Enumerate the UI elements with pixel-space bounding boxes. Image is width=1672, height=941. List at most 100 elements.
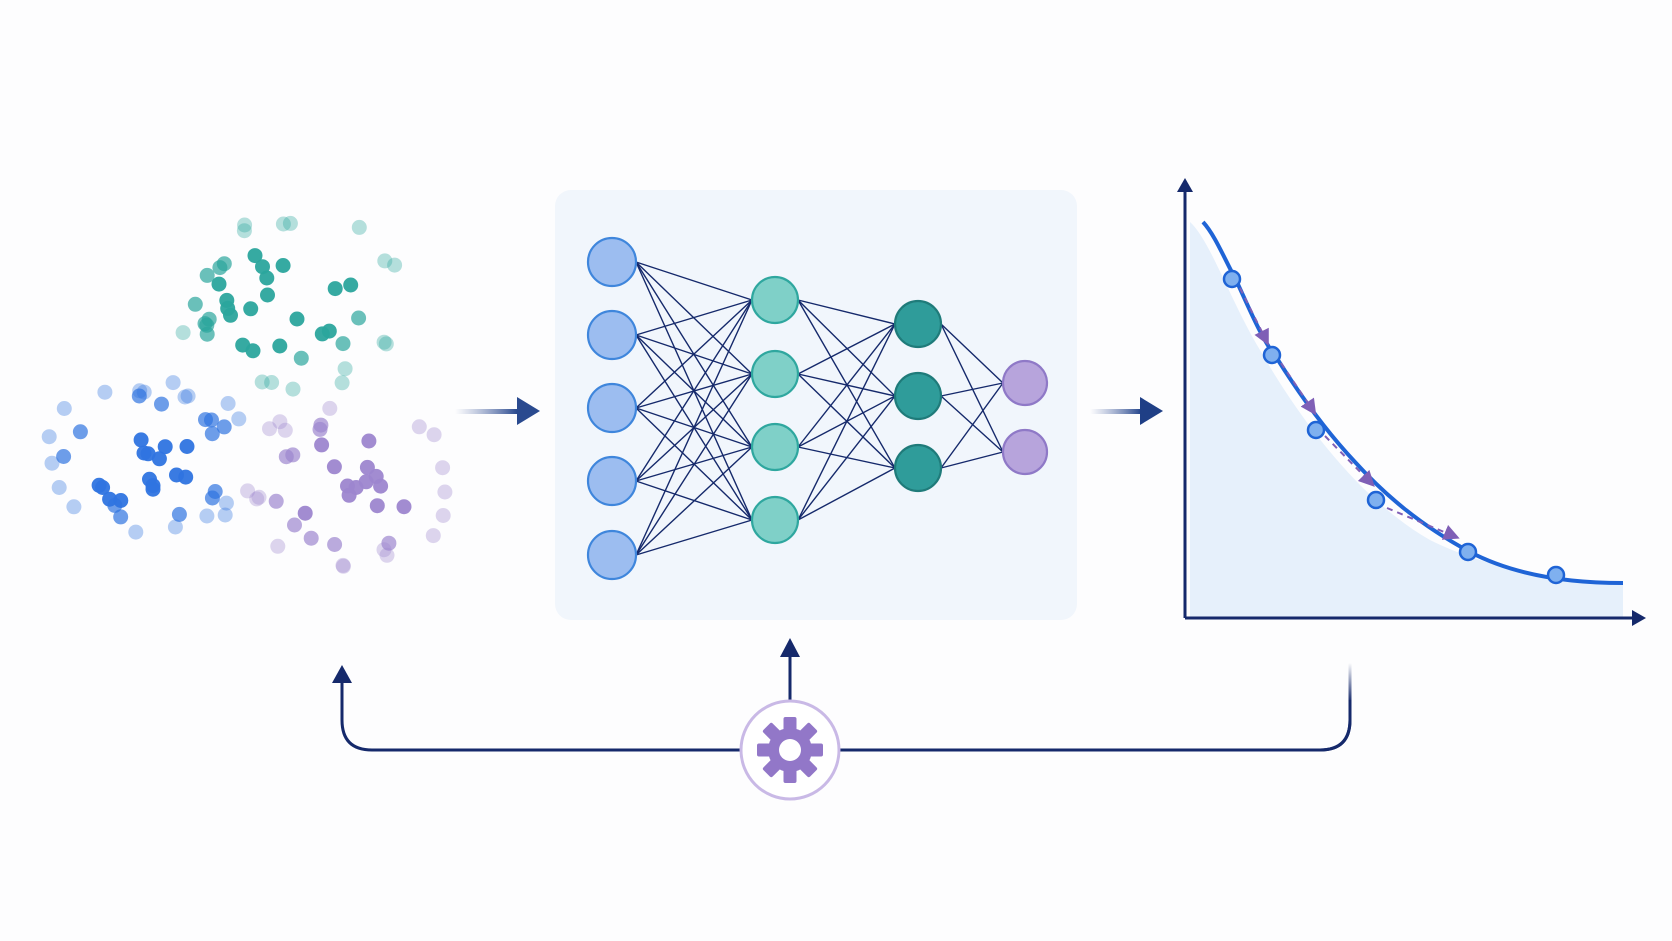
- data-point: [348, 480, 364, 495]
- data-point: [180, 388, 196, 404]
- data-point: [262, 421, 277, 437]
- feedback-arrowhead-data: [332, 665, 352, 683]
- network-edge: [635, 299, 753, 409]
- data-point: [97, 384, 113, 400]
- data-point: [72, 424, 88, 440]
- data-point: [275, 258, 291, 273]
- point-cloud-icon: [41, 215, 453, 574]
- data-point: [272, 338, 288, 354]
- data-point: [327, 281, 343, 297]
- data-point: [379, 547, 395, 563]
- data-point: [411, 419, 427, 435]
- data-point: [285, 381, 301, 397]
- data-point: [201, 311, 217, 327]
- data-point: [216, 256, 232, 272]
- network-edge: [635, 519, 753, 556]
- data-point: [337, 361, 353, 377]
- data-point: [217, 507, 233, 523]
- data-point: [435, 460, 451, 476]
- data-point: [231, 411, 247, 427]
- data-point: [171, 506, 187, 522]
- network-edge: [940, 395, 1004, 453]
- curve-point: [1546, 565, 1566, 585]
- data-point: [179, 439, 195, 454]
- data-point: [376, 542, 392, 558]
- data-point: [175, 325, 191, 341]
- data-point: [435, 508, 451, 523]
- data-point: [351, 219, 367, 235]
- data-point: [66, 499, 82, 515]
- data-point: [236, 223, 252, 239]
- curve-point: [1458, 542, 1478, 562]
- data-point: [368, 468, 384, 484]
- network-node: [1001, 359, 1049, 407]
- data-point: [369, 498, 385, 514]
- network-node: [750, 422, 800, 472]
- network-node: [893, 371, 943, 421]
- data-point: [204, 426, 220, 442]
- network-edge: [940, 451, 1004, 469]
- x-axis-arrowhead: [1632, 610, 1646, 626]
- network-node: [750, 275, 800, 325]
- network-node: [586, 455, 638, 507]
- data-point: [218, 495, 234, 511]
- data-point: [113, 509, 129, 525]
- neural-network-panel: [555, 190, 1077, 620]
- network-edge: [635, 299, 753, 482]
- network-node: [893, 299, 943, 349]
- loss-curve-area: [1190, 222, 1623, 618]
- data-point: [437, 484, 453, 500]
- feedback-line-to-data: [340, 680, 742, 752]
- network-edge: [635, 261, 753, 301]
- data-point: [314, 326, 330, 342]
- curve-point: [1306, 420, 1326, 440]
- network-edge: [940, 323, 1004, 453]
- network-edge: [797, 323, 896, 448]
- network-edge: [797, 299, 896, 325]
- data-point: [335, 336, 351, 352]
- network-edge: [940, 323, 1004, 384]
- data-point: [351, 310, 367, 326]
- data-point: [151, 451, 167, 467]
- data-point: [303, 530, 319, 546]
- data-point: [240, 483, 256, 499]
- arrow-model-to-loss: [1090, 397, 1163, 425]
- data-point: [249, 491, 265, 507]
- y-axis-arrowhead: [1177, 178, 1193, 192]
- data-point: [220, 396, 236, 411]
- data-point: [377, 253, 393, 269]
- data-point: [56, 449, 72, 464]
- network-node: [750, 349, 800, 399]
- data-point: [251, 489, 267, 505]
- data-point: [204, 490, 220, 506]
- data-point: [254, 374, 270, 390]
- data-point: [51, 480, 67, 495]
- neural-network-icon: [586, 236, 1049, 581]
- data-point: [177, 389, 193, 405]
- data-point: [140, 446, 156, 462]
- network-edge: [635, 299, 753, 556]
- data-point: [272, 414, 288, 430]
- gradient-steps: [1239, 287, 1460, 540]
- data-point: [165, 375, 181, 391]
- data-point: [255, 259, 270, 275]
- data-point: [243, 301, 259, 317]
- feedback-line-from-loss: [838, 663, 1352, 752]
- network-edge: [797, 299, 896, 397]
- data-point: [277, 422, 293, 438]
- feedback-arrowhead-model: [780, 638, 800, 657]
- data-point: [259, 270, 275, 286]
- data-point: [387, 257, 403, 273]
- network-node: [750, 495, 800, 545]
- data-point: [287, 517, 302, 533]
- data-point: [102, 491, 118, 507]
- loss-curve-icon: [1177, 178, 1646, 626]
- data-point: [268, 493, 284, 509]
- data-point: [425, 528, 441, 544]
- data-point: [361, 433, 377, 449]
- curve-points: [1222, 269, 1566, 585]
- data-point: [396, 499, 412, 515]
- curve-point: [1262, 345, 1282, 365]
- network-edge: [635, 446, 753, 556]
